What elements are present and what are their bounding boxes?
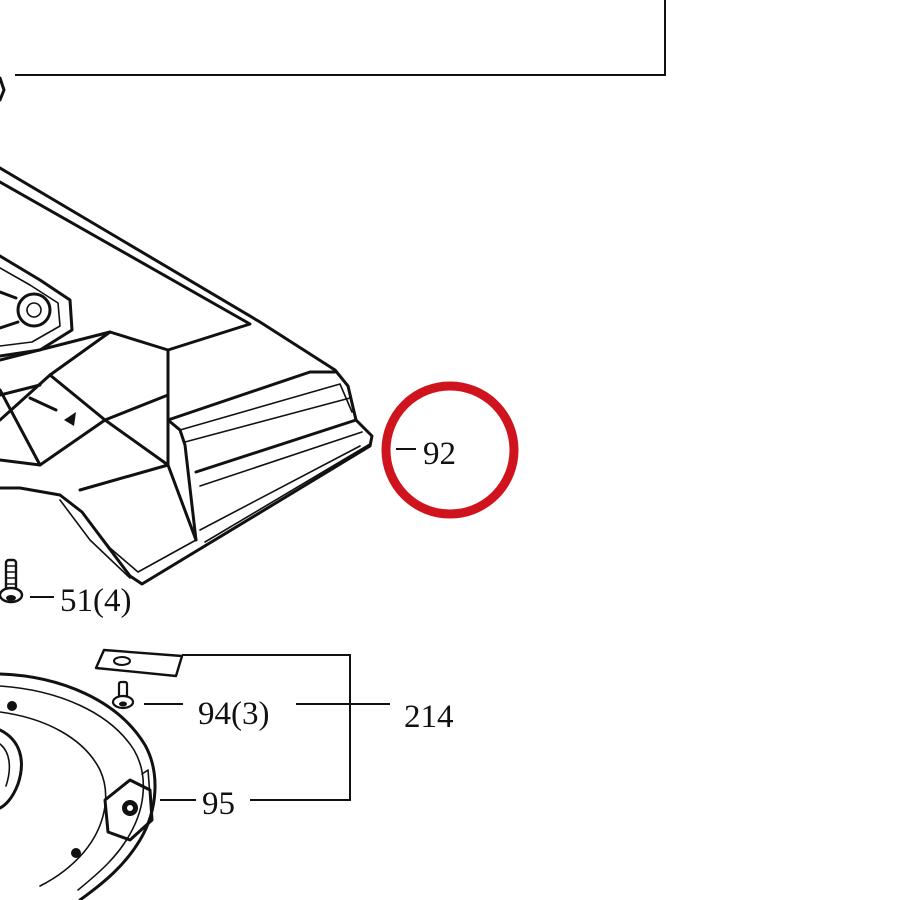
group-bracket-214 bbox=[182, 654, 351, 801]
callout-95: 95 bbox=[202, 786, 235, 822]
callout-94: 94(3) bbox=[198, 696, 269, 732]
top-frame-bracket bbox=[0, 0, 666, 102]
base-plate-part-95 bbox=[0, 672, 157, 900]
screw-part-51 bbox=[0, 558, 24, 604]
callout-92: 92 bbox=[423, 436, 456, 472]
highlight-circle bbox=[381, 381, 519, 519]
callout-51: 51(4) bbox=[60, 583, 131, 619]
bracket-tab bbox=[94, 648, 184, 678]
housing-cover-part-92 bbox=[0, 166, 374, 586]
callout-214: 214 bbox=[404, 699, 454, 735]
mount-boss bbox=[0, 254, 74, 358]
screw-part-94 bbox=[111, 680, 135, 710]
